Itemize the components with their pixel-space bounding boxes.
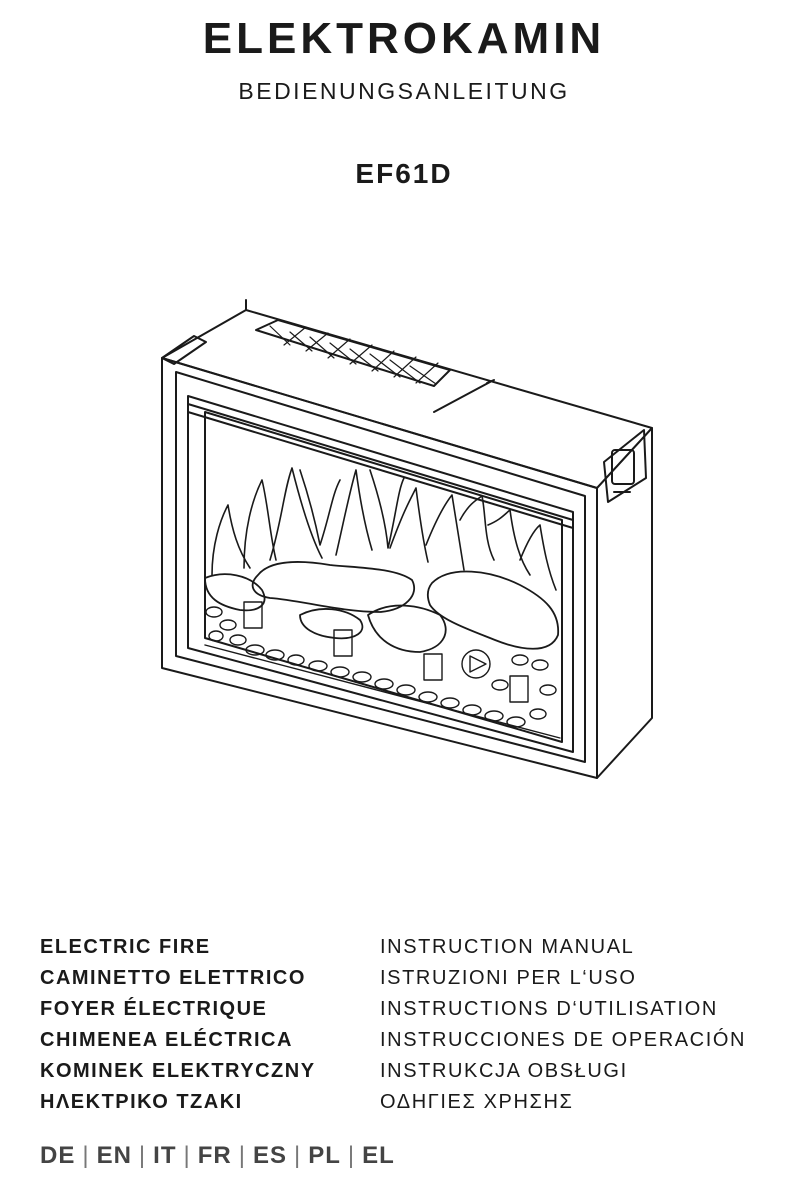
product-name: ELECTRIC FIRE — [40, 936, 211, 958]
product-name: KOMINEK ELEKTRYCZNY — [40, 1060, 316, 1082]
ember-bed-icon — [204, 601, 561, 739]
language-codes: DE|EN|IT|FR|ES|PL|EL — [40, 1142, 395, 1170]
language-row: ELECTRIC FIRE INSTRUCTION MANUAL — [40, 932, 780, 963]
language-code-it: IT — [153, 1142, 177, 1169]
code-separator: | — [183, 1142, 191, 1169]
language-row: CAMINETTO ELETTRICO ISTRUZIONI PER L‘USO — [40, 963, 780, 994]
manual-title: ΟΔΗΓΙΕΣ ΧΡΗΣΗΣ — [380, 1091, 574, 1113]
document-subtitle: BEDIENUNGSANLEITUNG — [238, 78, 570, 104]
fireplace-illustration — [161, 299, 653, 779]
language-code-pl: PL — [308, 1142, 341, 1169]
model-number: EF61D — [355, 158, 453, 189]
language-code-fr: FR — [197, 1142, 232, 1169]
code-separator: | — [293, 1142, 302, 1169]
manual-title: ISTRUZIONI PER L‘USO — [380, 967, 637, 989]
code-separator: | — [238, 1142, 246, 1169]
product-name: CHIMENEA ELÉCTRICA — [40, 1029, 293, 1051]
language-code-en: EN — [96, 1142, 132, 1169]
manual-title: INSTRUCTION MANUAL — [380, 936, 635, 958]
manual-title: INSTRUCTIONS D‘UTILISATION — [380, 998, 718, 1020]
language-row: KOMINEK ELEKTRYCZNY INSTRUKCJA OBSŁUGI — [40, 1056, 780, 1087]
front-frame — [161, 357, 598, 779]
logs-icon — [204, 561, 559, 653]
language-row: ΗΛΕΚΤΡΙΚΟ ΤΖΑΚΙ ΟΔΗΓΙΕΣ ΧΡΗΣΗΣ — [40, 1087, 780, 1118]
side-panel — [596, 427, 653, 779]
product-name: FOYER ÉLECTRIQUE — [40, 998, 268, 1020]
product-name: CAMINETTO ELETTRICO — [40, 967, 306, 989]
language-row: FOYER ÉLECTRIQUE INSTRUCTIONS D‘UTILISAT… — [40, 994, 780, 1025]
document-title: ELEKTROKAMIN — [202, 14, 606, 63]
vent-grille-icon — [255, 319, 451, 387]
flames-icon — [211, 467, 557, 591]
code-separator: | — [82, 1142, 90, 1169]
manual-title: INSTRUCCIONES DE OPERACIÓN — [380, 1029, 747, 1051]
code-separator: | — [347, 1142, 356, 1169]
manual-title: INSTRUKCJA OBSŁUGI — [380, 1060, 628, 1082]
language-code-es: ES — [252, 1142, 287, 1169]
language-code-el: EL — [362, 1142, 395, 1169]
language-code-de: DE — [40, 1142, 76, 1169]
language-list: ELECTRIC FIRE INSTRUCTION MANUAL CAMINET… — [40, 932, 780, 1118]
code-separator: | — [138, 1142, 147, 1169]
language-row: CHIMENEA ELÉCTRICA INSTRUCCIONES DE OPER… — [40, 1025, 780, 1056]
product-name: ΗΛΕΚΤΡΙΚΟ ΤΖΑΚΙ — [40, 1091, 243, 1113]
